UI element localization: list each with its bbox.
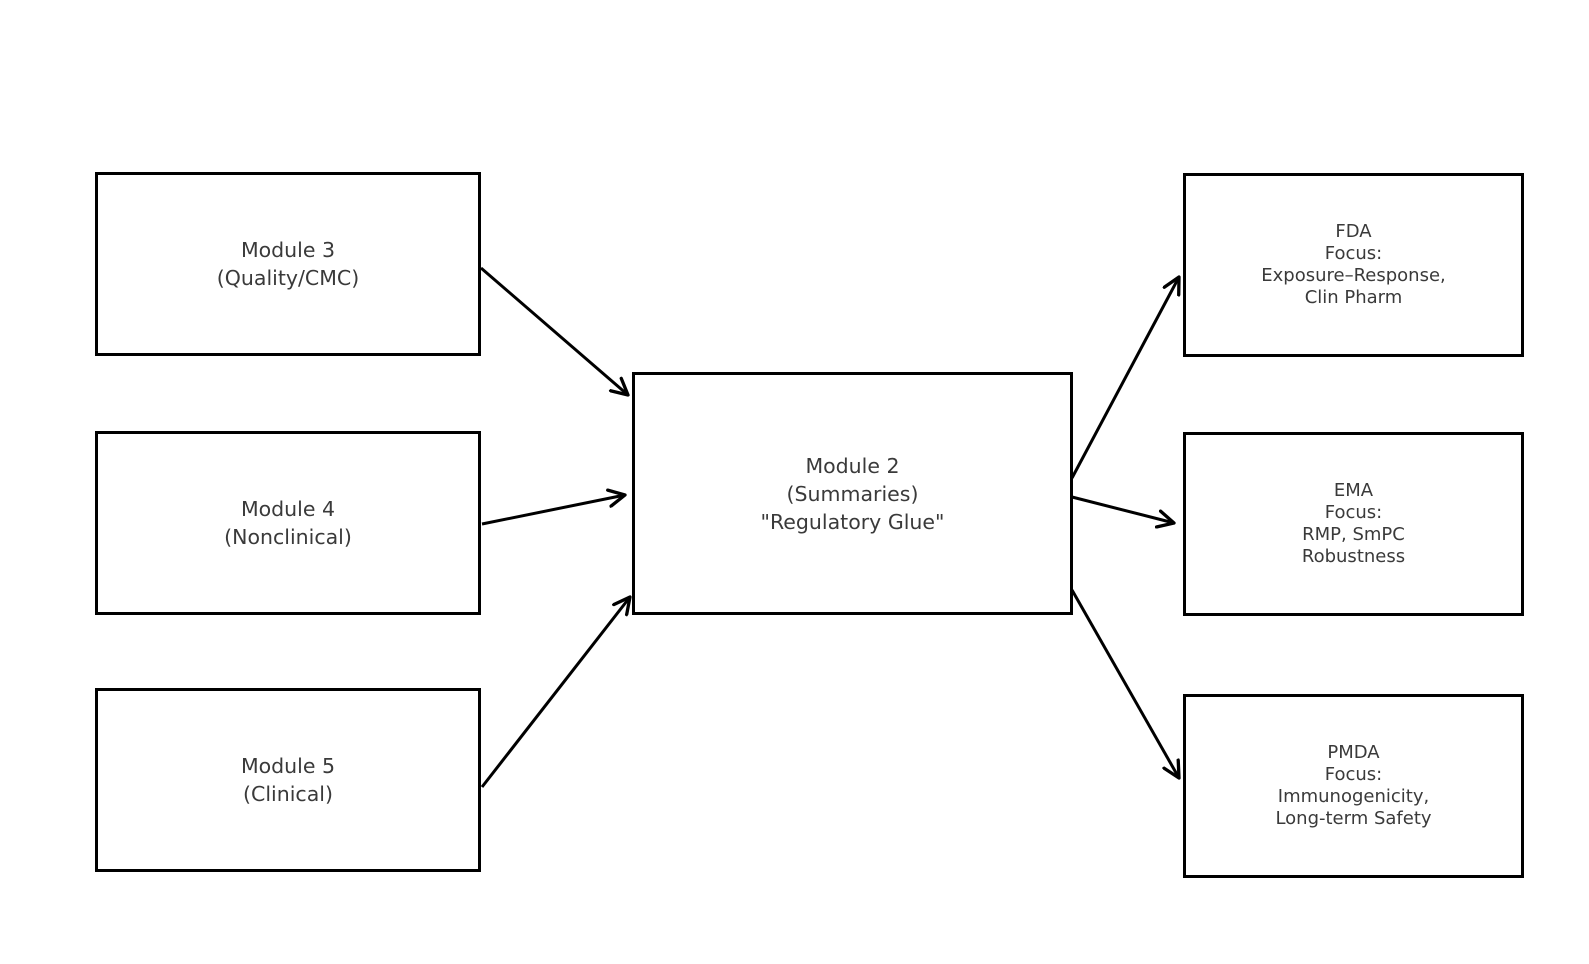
node-label-line: Exposure–Response, [1261,265,1446,286]
arrow-module2-to-pmda [1070,589,1179,778]
arrow-module3-to-module2 [480,266,628,395]
arrow-module2-to-ema [1071,495,1174,523]
node-label-line: Immunogenicity, [1277,786,1430,807]
node-label-line: Focus: [1324,243,1383,264]
node-module-3-quality-cmc: Module 3 (Quality/CMC) [95,172,481,356]
node-label-line: Focus: [1324,502,1383,523]
node-label-line: (Quality/CMC) [216,266,360,290]
node-label-line: Focus: [1324,764,1383,785]
node-label-line: RMP, SmPC [1302,524,1405,545]
node-label-line: Robustness [1301,546,1406,567]
node-label-line: (Summaries) [786,481,919,506]
arrow-module5-to-module2 [480,597,630,788]
node-pmda-focus: PMDA Focus: Immunogenicity, Long-term Sa… [1183,694,1524,878]
node-label-line: EMA [1333,480,1374,501]
node-module-4-nonclinical: Module 4 (Nonclinical) [95,431,481,615]
arrow-module4-to-module2 [481,495,625,526]
arrow-module2-to-fda [1070,277,1179,479]
node-module-2-summaries-regulatory-glue: Module 2 (Summaries) "Regulatory Glue" [632,372,1073,615]
node-label-line: FDA [1335,221,1372,242]
node-label-line: Clin Pharm [1304,287,1403,308]
node-label-line: Module 5 [240,754,336,778]
node-label-line: (Nonclinical) [224,525,352,549]
node-label-line: PMDA [1327,742,1380,763]
node-label-line: "Regulatory Glue" [760,509,945,534]
node-fda-focus: FDA Focus: Exposure–Response, Clin Pharm [1183,173,1524,357]
node-label-line: Module 4 [240,497,336,521]
node-label-line: Module 2 [805,453,900,478]
node-label-line: Module 3 [240,238,336,262]
node-label-line: (Clinical) [243,782,333,806]
node-ema-focus: EMA Focus: RMP, SmPC Robustness [1183,432,1524,616]
node-module-5-clinical: Module 5 (Clinical) [95,688,481,872]
node-label-line: Long-term Safety [1275,808,1432,829]
